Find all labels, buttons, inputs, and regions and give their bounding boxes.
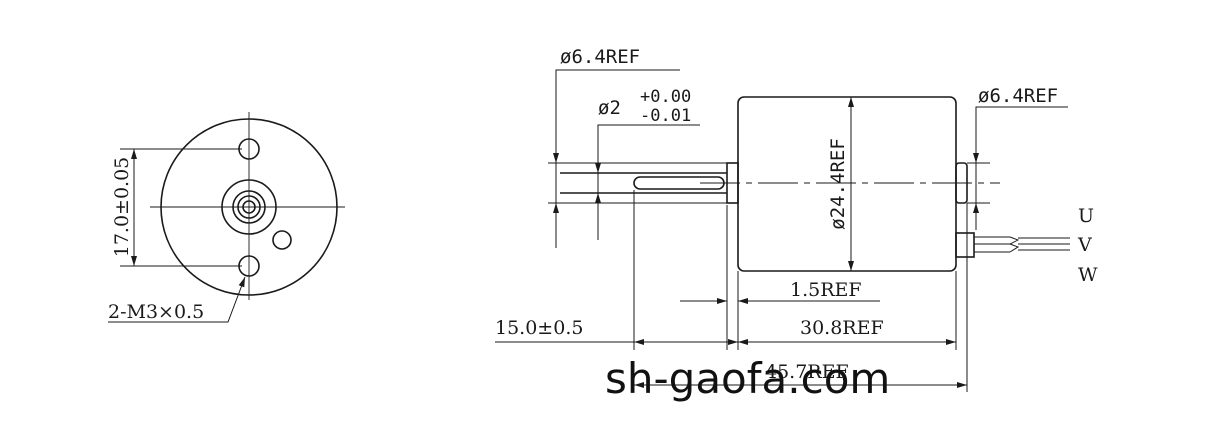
rear-boss <box>955 162 968 204</box>
lead-label-u: U <box>1078 205 1094 227</box>
shaft-flat <box>633 176 725 190</box>
shaft-end <box>242 200 256 214</box>
lead-label-v: V <box>1077 234 1092 256</box>
body-dia-label: ø24.4REF <box>827 138 849 230</box>
collar-dim-leader <box>555 69 680 248</box>
shaft-len-label: 15.0±0.5 <box>495 317 583 339</box>
boss-dia-label: ø6.4REF <box>978 85 1058 107</box>
shaft-dia-label: ø2 <box>598 97 621 119</box>
front-view: 17.0±0.05 2-M3×0.5 <box>108 112 345 323</box>
shaft-tol-upper: +0.00 <box>640 87 691 107</box>
wire-break <box>1008 236 1020 253</box>
hub-outer <box>221 179 277 235</box>
cable-gland <box>955 232 975 258</box>
side-view: U V W ø6.4REF ø2 +0.00 -0.01 ø6.4REF ø24… <box>495 46 1098 392</box>
body-len-label: 30.8REF <box>800 317 884 339</box>
collar-len-label: 1.5REF <box>790 279 862 301</box>
watermark: sh-gaofa.com <box>605 354 890 403</box>
thread-leader <box>108 276 246 323</box>
thread-label: 2-M3×0.5 <box>108 301 204 323</box>
front-collar <box>726 162 739 204</box>
hub-inner <box>237 195 261 219</box>
hub-middle <box>232 190 266 224</box>
collar-dia-label: ø6.4REF <box>560 46 640 68</box>
shaft-tol-lower: -0.01 <box>640 106 691 126</box>
lead-label-w: W <box>1078 264 1098 286</box>
total-len-label: 45.7REF <box>765 361 849 383</box>
vent-hole <box>272 230 292 250</box>
boss-dim-leader <box>975 106 1068 230</box>
hole-spacing-label: 17.0±0.05 <box>111 157 133 258</box>
shaft-dim-leader <box>597 124 700 240</box>
